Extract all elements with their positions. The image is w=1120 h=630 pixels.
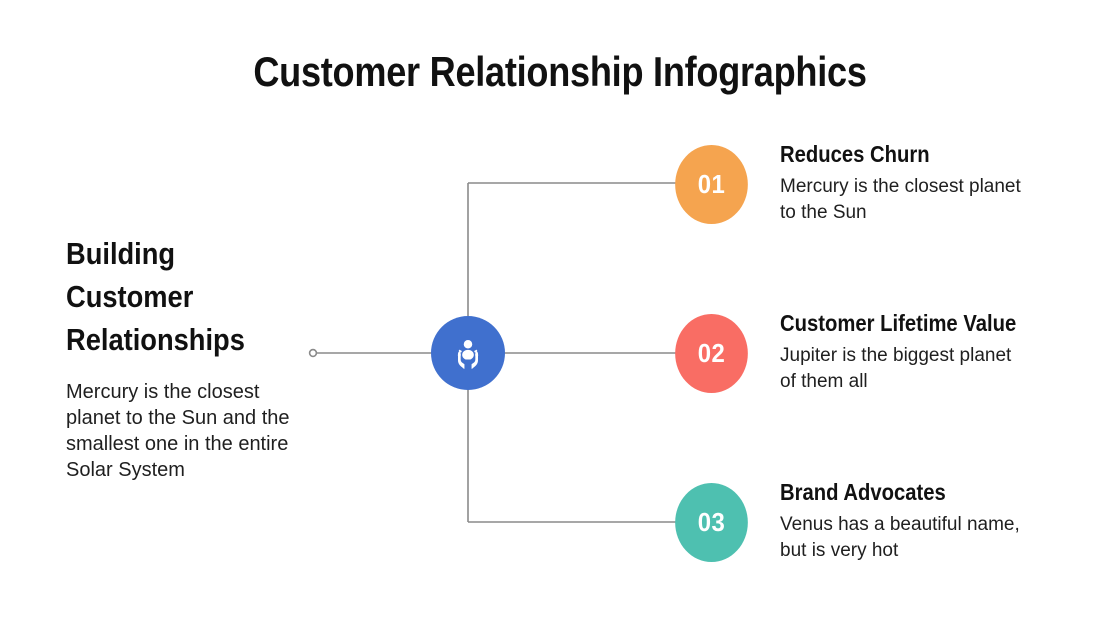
hands-holding-person-icon [448,333,488,373]
item-body-text: Venus has a beautiful name, but is very … [780,514,1020,561]
center-hub-node[interactable] [431,316,505,390]
left-heading: Building Customer Relationships [66,236,245,357]
number-badge-03[interactable]: 03 [675,483,748,562]
item-text-block: Customer Lifetime Value Jupiter is the b… [780,308,1100,395]
item-body-text: Mercury is the closest planet to the Sun [780,176,1021,223]
list-item: 02 Customer Lifetime Value Jupiter is th… [672,310,1102,394]
number-badge-02[interactable]: 02 [675,314,748,393]
list-item: 01 Reduces Churn Mercury is the closest … [672,141,1102,225]
list-item: 03 Brand Advocates Venus has a beautiful… [672,479,1102,563]
item-title: Customer Lifetime Value [780,310,1017,336]
number-badge-01[interactable]: 01 [675,145,748,224]
left-body-text: Mercury is the closest planet to the Sun… [66,381,290,481]
page-title: Customer Relationship Infographics [253,48,867,95]
item-text-block: Brand Advocates Venus has a beautiful na… [780,477,1100,564]
item-body-text: Jupiter is the biggest planet of them al… [780,345,1012,392]
item-title: Brand Advocates [780,479,946,505]
item-text-block: Reduces Churn Mercury is the closest pla… [780,139,1100,226]
item-title: Reduces Churn [780,141,930,167]
left-text-block: Building Customer Relationships Mercury … [66,232,316,483]
